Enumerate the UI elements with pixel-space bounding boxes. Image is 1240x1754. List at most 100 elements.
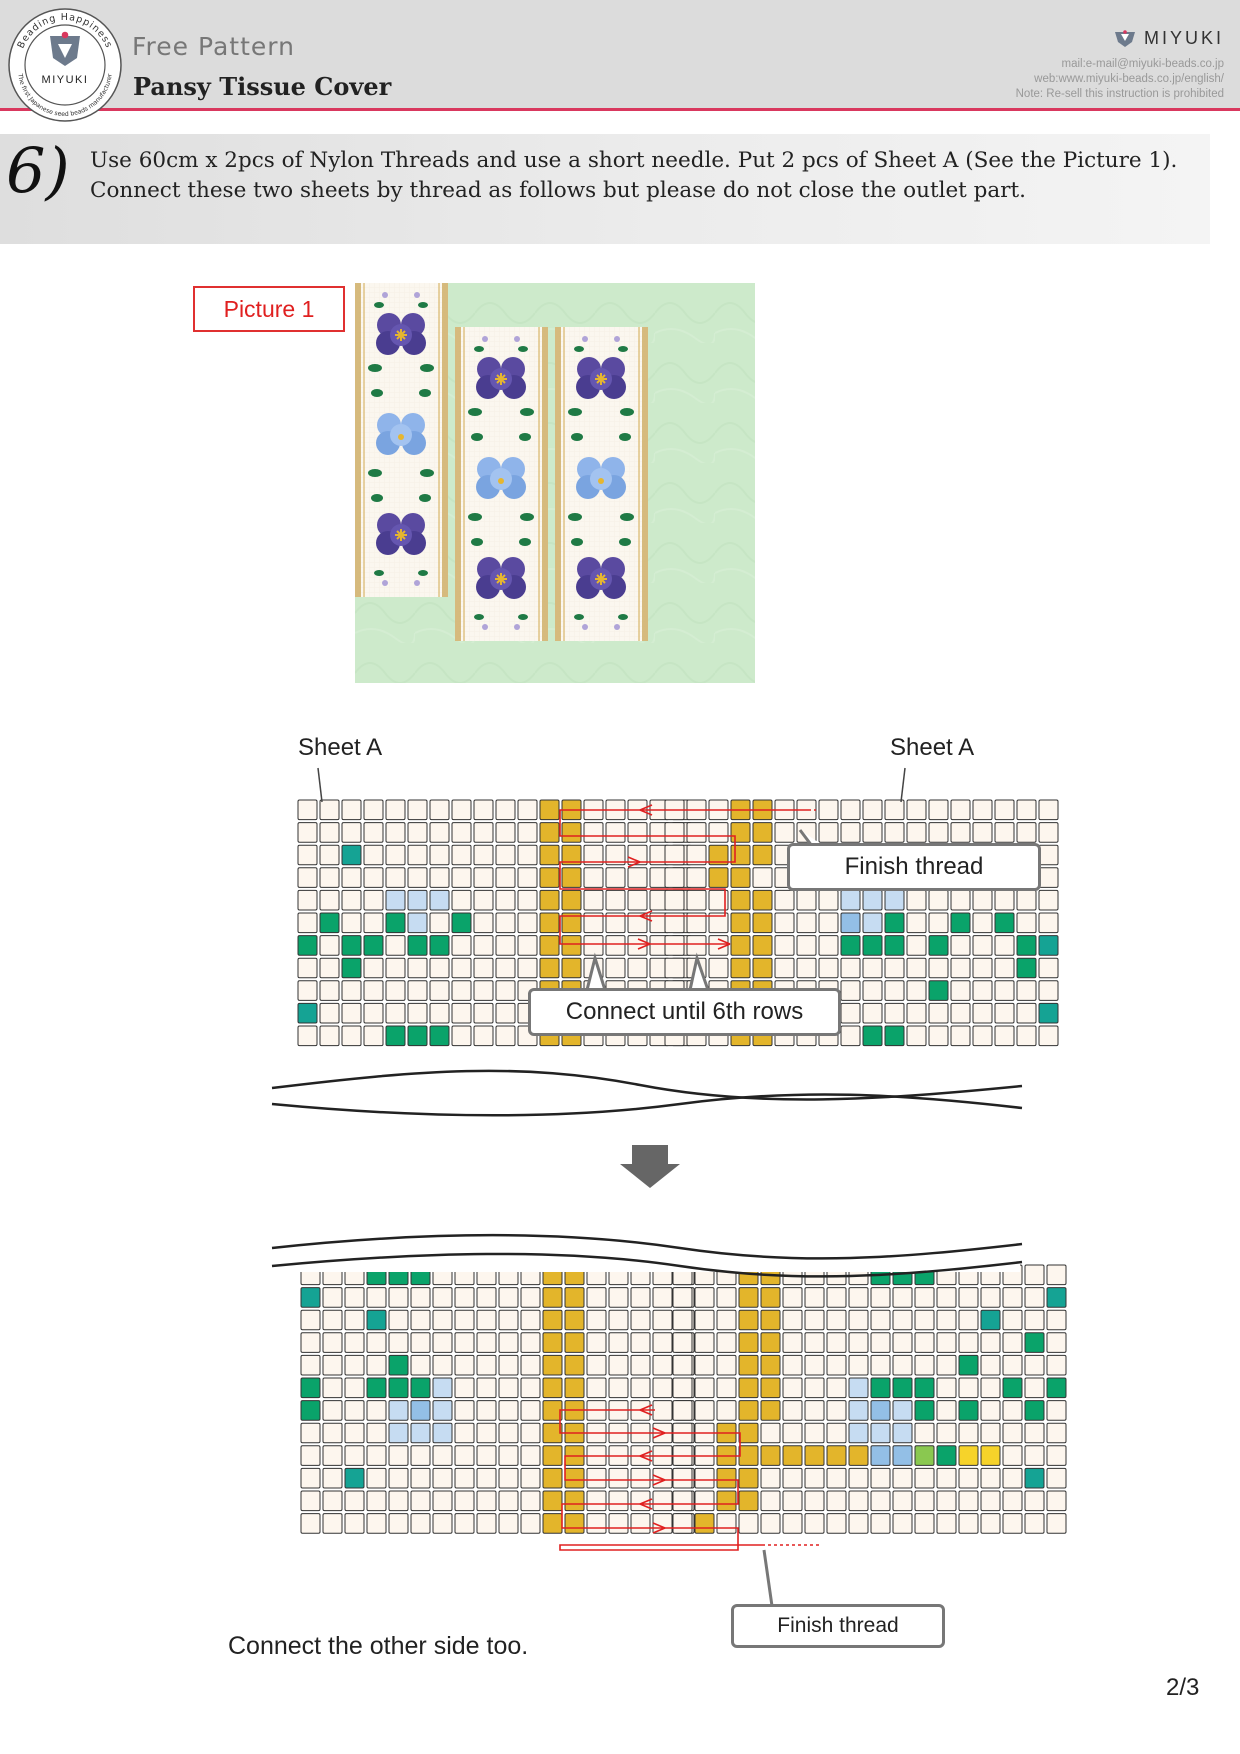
picture-1-label: Picture 1 bbox=[193, 286, 345, 332]
bead-cell bbox=[608, 1467, 629, 1489]
bead-cell bbox=[1046, 1264, 1067, 1286]
bead-cell bbox=[804, 1490, 825, 1512]
bead-cell bbox=[862, 935, 883, 956]
bead-cell bbox=[495, 912, 516, 934]
bead-cell bbox=[664, 822, 685, 843]
bead-cell bbox=[980, 1422, 1001, 1444]
bead-cell bbox=[344, 1490, 365, 1512]
bead-cell bbox=[410, 1332, 431, 1353]
bead-cell bbox=[385, 1025, 406, 1047]
miyuki-brand-icon bbox=[1114, 29, 1135, 47]
bead-cell bbox=[297, 867, 318, 888]
bead-cell bbox=[804, 1400, 825, 1421]
bead-cell bbox=[1002, 1513, 1023, 1534]
bead-cell bbox=[344, 1309, 365, 1331]
bead-cell bbox=[980, 1400, 1001, 1421]
bead-cell bbox=[708, 912, 729, 934]
bead-cell bbox=[297, 957, 318, 979]
bead-cell bbox=[884, 1025, 905, 1047]
bead-cell bbox=[870, 1422, 891, 1444]
bead-cell bbox=[840, 822, 861, 843]
bead-cell bbox=[498, 1400, 519, 1421]
bead-cell bbox=[520, 1377, 541, 1399]
thread-path-bottom bbox=[559, 1404, 822, 1551]
page-header bbox=[0, 0, 1240, 110]
bead-cell bbox=[716, 1332, 737, 1353]
bead-cell bbox=[1016, 957, 1037, 979]
bead-cell bbox=[432, 1513, 453, 1534]
bead-cell bbox=[583, 822, 604, 843]
bead-cell bbox=[322, 1309, 343, 1331]
bead-cell bbox=[385, 980, 406, 1001]
bead-cell bbox=[561, 889, 582, 911]
bead-cell bbox=[1038, 935, 1059, 956]
bead-cell bbox=[344, 1400, 365, 1421]
bead-cell bbox=[672, 1377, 693, 1399]
bead-cell bbox=[664, 957, 685, 979]
bead-cell bbox=[928, 1025, 949, 1047]
bead-cell bbox=[410, 1513, 431, 1534]
bead-cell bbox=[366, 1332, 387, 1353]
bead-cell bbox=[319, 799, 340, 821]
bead-cell bbox=[627, 844, 648, 866]
bead-cell bbox=[363, 844, 384, 866]
bead-cell bbox=[300, 1513, 321, 1534]
bead-cell bbox=[366, 1513, 387, 1534]
bead-cell bbox=[652, 1400, 673, 1421]
bead-cell bbox=[774, 912, 795, 934]
bead-cell bbox=[884, 957, 905, 979]
bead-cell bbox=[454, 1332, 475, 1353]
bead-cell bbox=[300, 1287, 321, 1308]
bead-cell bbox=[344, 1445, 365, 1466]
bead-cell bbox=[363, 912, 384, 934]
bead-cell bbox=[928, 799, 949, 821]
bead-cell bbox=[1046, 1467, 1067, 1489]
bead-cell bbox=[473, 844, 494, 866]
bead-cell bbox=[495, 867, 516, 888]
bead-cell bbox=[782, 1400, 803, 1421]
break-line bbox=[271, 1233, 1023, 1260]
bead-cell bbox=[454, 1445, 475, 1466]
bead-cell bbox=[936, 1445, 957, 1466]
bead-cell bbox=[840, 980, 861, 1001]
bead-cell bbox=[980, 1467, 1001, 1489]
bead-cell bbox=[630, 1513, 651, 1534]
bead-cell bbox=[862, 799, 883, 821]
bead-cell bbox=[319, 1002, 340, 1024]
bead-cell bbox=[476, 1490, 497, 1512]
bead-cell bbox=[473, 912, 494, 934]
bead-cell bbox=[848, 1354, 869, 1376]
bead-cell bbox=[539, 912, 560, 934]
bead-cell bbox=[818, 822, 839, 843]
bead-cell bbox=[870, 1467, 891, 1489]
bead-cell bbox=[760, 1467, 781, 1489]
bead-cell bbox=[818, 889, 839, 911]
bead-cell bbox=[410, 1467, 431, 1489]
bead-cell bbox=[928, 912, 949, 934]
bead-cell bbox=[774, 889, 795, 911]
bead-cell bbox=[760, 1400, 781, 1421]
bead-cell bbox=[906, 980, 927, 1001]
bead-cell bbox=[586, 1354, 607, 1376]
bead-cell bbox=[498, 1445, 519, 1466]
bead-cell bbox=[1002, 1309, 1023, 1331]
bead-cell bbox=[385, 867, 406, 888]
bead-cell bbox=[958, 1400, 979, 1421]
bead-cell bbox=[432, 1332, 453, 1353]
bead-cell bbox=[730, 822, 751, 843]
bead-cell bbox=[432, 1287, 453, 1308]
bead-cell bbox=[297, 980, 318, 1001]
bead-cell bbox=[760, 1354, 781, 1376]
bead-cell bbox=[451, 912, 472, 934]
bead-cell bbox=[586, 1513, 607, 1534]
bead-cell bbox=[451, 799, 472, 821]
bead-cell bbox=[694, 1490, 715, 1512]
bead-cell bbox=[388, 1287, 409, 1308]
bead-cell bbox=[1038, 980, 1059, 1001]
bead-cell bbox=[906, 799, 927, 821]
bead-cell bbox=[498, 1309, 519, 1331]
bead-cell bbox=[862, 980, 883, 1001]
bead-cell bbox=[300, 1377, 321, 1399]
bead-cell bbox=[451, 957, 472, 979]
bead-cell bbox=[950, 935, 971, 956]
